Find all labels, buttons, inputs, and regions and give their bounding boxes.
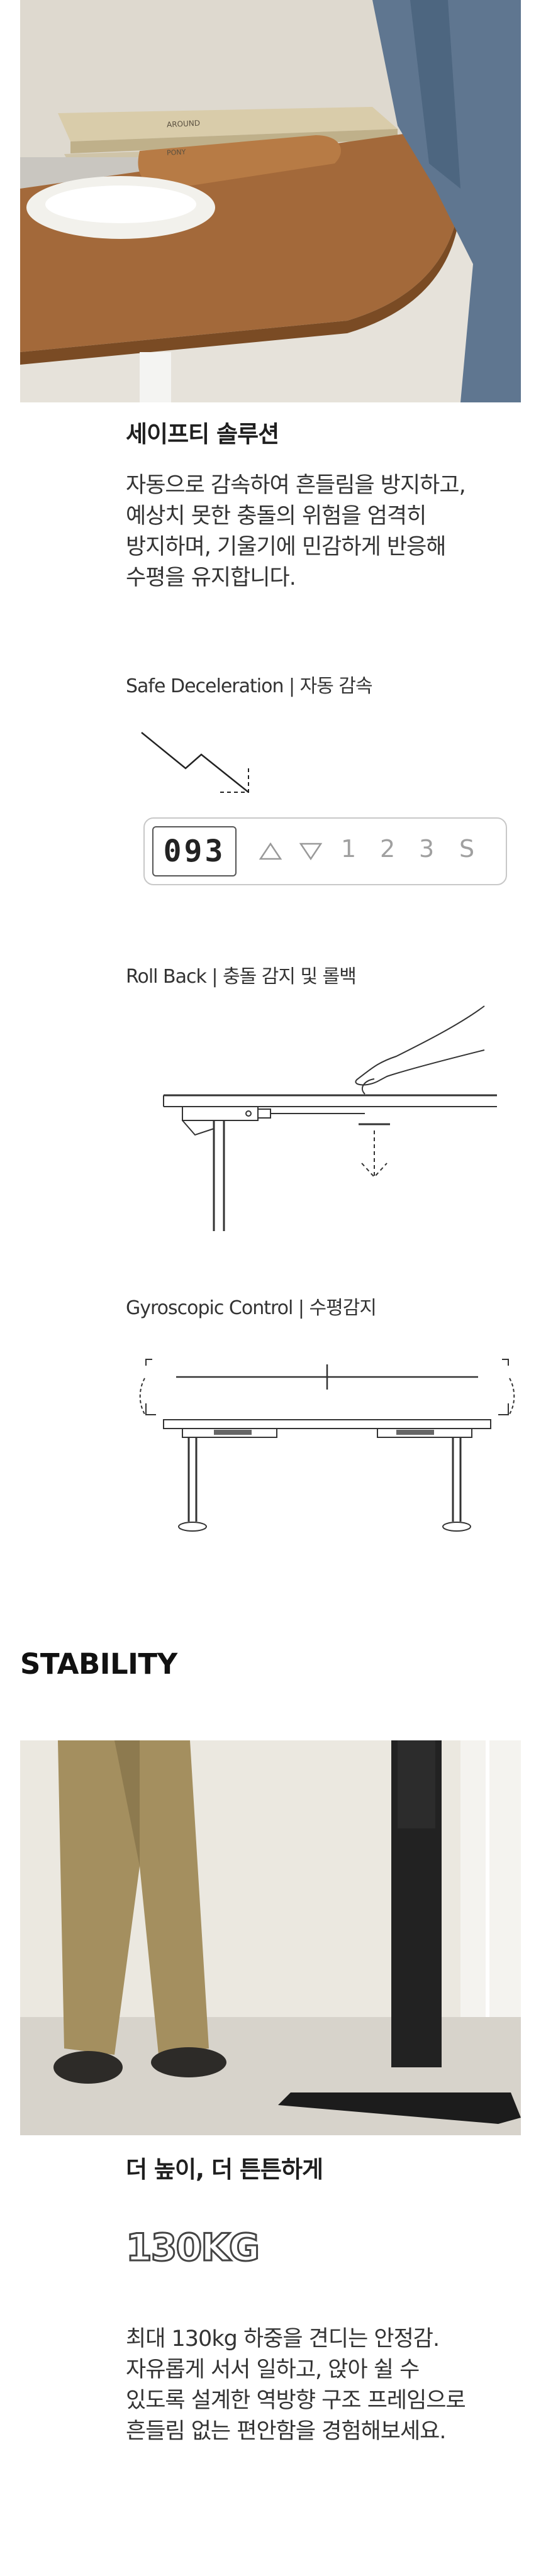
down-arrow-icon[interactable] bbox=[298, 841, 323, 861]
desk-photo: AROUND PONY bbox=[20, 0, 521, 402]
desk-foot bbox=[278, 2092, 521, 2124]
safety-body-line: 수평을 유지합니다. bbox=[126, 565, 296, 590]
roll-back-caption: Roll Back | 충돌 감지 및 롤백 bbox=[126, 966, 357, 988]
left-shoe bbox=[53, 2051, 123, 2084]
safety-body-line: 자동으로 감속하여 흔들림을 방지하고, bbox=[126, 473, 466, 498]
up-arrow-icon[interactable] bbox=[258, 841, 283, 861]
capacity-number: 130KG bbox=[125, 2225, 261, 2271]
safety-body-line: 예상치 못한 충돌의 위험을 엄격히 bbox=[126, 504, 427, 529]
preset-button-1[interactable]: 1 bbox=[341, 835, 357, 863]
right-shoe bbox=[151, 2047, 226, 2077]
stability-body-line: 최대 130kg 하중을 견디는 안정감. bbox=[126, 2326, 440, 2352]
safety-title: 세이프티 솔루션 bbox=[126, 421, 279, 448]
roll-back-illustration bbox=[163, 1005, 497, 1231]
stability-body-line: 있도록 설계한 역방향 구조 프레임으로 bbox=[126, 2388, 466, 2413]
preset-button-2[interactable]: 2 bbox=[380, 835, 396, 863]
deceleration-arrow-icon bbox=[141, 732, 249, 793]
stability-title: 더 높이, 더 튼튼하게 bbox=[126, 2156, 323, 2183]
preset-button-3[interactable]: 3 bbox=[419, 835, 435, 863]
jeans bbox=[372, 0, 521, 402]
safe-deceleration-caption: Safe Deceleration | 자동 감속 bbox=[126, 675, 373, 697]
stability-photo-illustration bbox=[20, 1740, 521, 2135]
desk-photo-illustration bbox=[20, 0, 521, 402]
controller-panel: 093 1 2 3 S bbox=[143, 817, 507, 885]
stability-body: 최대 130kg 하중을 견디는 안정감. 자유롭게 서서 일하고, 앉아 쉴 … bbox=[126, 2324, 466, 2447]
book-label: AROUND bbox=[166, 118, 201, 130]
book-label: PONY bbox=[166, 148, 186, 157]
gyroscopic-illustration bbox=[139, 1359, 515, 1532]
preset-button-save[interactable]: S bbox=[459, 835, 475, 863]
trousers bbox=[58, 1740, 209, 2055]
safety-body-line: 방지하며, 기울기에 민감하게 반응해 bbox=[126, 534, 447, 560]
stability-body-line: 흔들림 없는 편안함을 경험해보세요. bbox=[126, 2419, 447, 2444]
stability-heading: STABILITY bbox=[20, 1647, 177, 1681]
stability-photo bbox=[20, 1740, 521, 2135]
gyroscopic-caption: Gyroscopic Control | 수평감지 bbox=[126, 1297, 377, 1319]
safety-body: 자동으로 감속하여 흔들림을 방지하고, 예상치 못한 충돌의 위험을 엄격히 … bbox=[126, 470, 466, 594]
height-display: 093 bbox=[152, 826, 237, 876]
height-display-value: 093 bbox=[163, 834, 226, 869]
stability-body-line: 자유롭게 서서 일하고, 앉아 쉴 수 bbox=[126, 2357, 420, 2382]
